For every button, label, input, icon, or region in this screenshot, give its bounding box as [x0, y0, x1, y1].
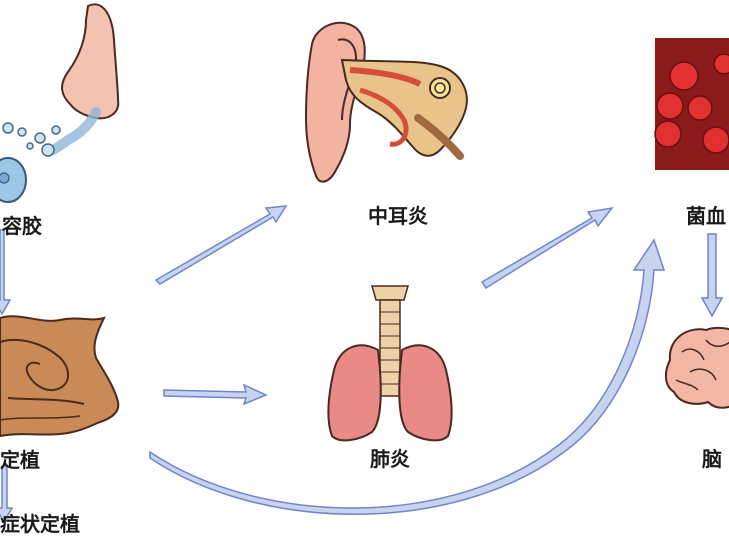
brain-icon: [664, 326, 729, 409]
label-left-bottom: 症状定植: [0, 512, 80, 536]
arrow-lung-to-blood: [480, 206, 614, 290]
label-left-top: 容胶: [2, 214, 42, 238]
nasal-cavity-icon: [0, 315, 120, 438]
label-lung: 肺炎: [370, 447, 410, 471]
ear-icon: [304, 21, 468, 183]
lungs-icon: [327, 285, 453, 442]
nose-icon: [0, 3, 120, 203]
arrow-curve-to-blood: [149, 238, 666, 515]
label-brain: 脑: [702, 447, 722, 471]
label-blood: 菌血: [686, 204, 726, 228]
arrow-blood-to-brain: [700, 233, 724, 318]
arrow-left-down-1: [0, 229, 12, 316]
label-left-mid: 定植: [0, 448, 40, 472]
arrow-to-lung: [163, 383, 268, 406]
arrow-left-down-2: [0, 465, 14, 524]
blood-cells-icon: [654, 38, 729, 170]
label-middle-ear: 中耳炎: [368, 204, 428, 228]
arrow-to-middle-ear: [154, 205, 288, 285]
